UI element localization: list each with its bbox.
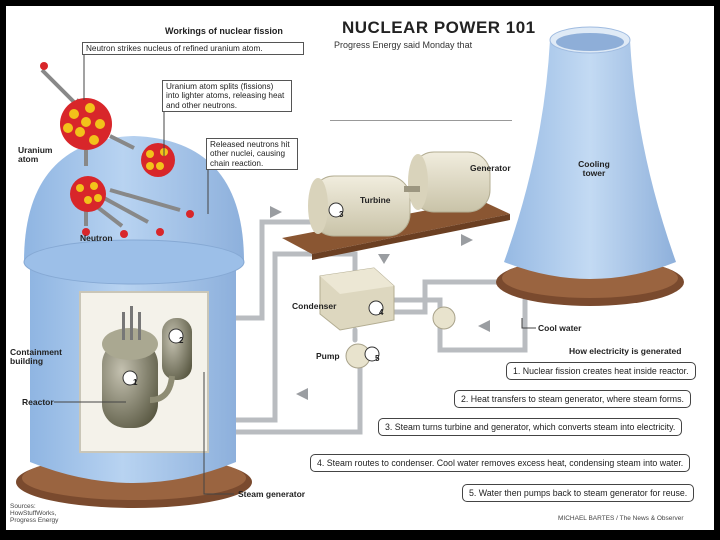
feedwater-pipe	[233, 365, 363, 435]
label-steam-generator: Steam generator	[238, 489, 306, 499]
released-neutron	[186, 210, 194, 218]
sources-note: Sources: HowStuffWorks, Progress Energy	[10, 503, 58, 524]
pipe-network	[233, 219, 528, 435]
label-pump: Pump	[316, 351, 340, 361]
marker-4: 4	[379, 308, 384, 317]
label-uranium-atom: Uranium atom	[18, 145, 53, 165]
label-containment-building: Containment building	[10, 347, 62, 367]
turbine-machine	[308, 175, 411, 237]
marker-1: 1	[133, 378, 138, 387]
marker-3: 3	[339, 210, 344, 219]
marker-2: 2	[179, 336, 184, 345]
infographic-card: 1 2 3 4 5 NUCLEAR POWER 101 Progress Ene…	[6, 6, 714, 530]
condenser-machine	[319, 267, 395, 331]
fission-callout-3: Released neutrons hit other nuclei, caus…	[206, 138, 298, 171]
step-3: 3. Steam turns turbine and generator, wh…	[378, 418, 683, 436]
fission-callout-2: Uranium atom splits (fissions) into ligh…	[162, 80, 292, 113]
fission-callout-1: Neutron strikes nucleus of refined urani…	[82, 42, 304, 56]
step-2: 2. Heat transfers to steam generator, wh…	[454, 390, 691, 408]
steps-title: How electricity is generated	[569, 346, 682, 356]
sources-line: Sources:	[10, 503, 36, 510]
label-generator: Generator	[470, 163, 511, 173]
released-neutron	[156, 228, 164, 236]
sources-line: HowStuffWorks,	[10, 510, 57, 518]
label-neutron: Neutron	[80, 233, 113, 243]
generator-machine	[404, 151, 491, 213]
steam-pipe-lower	[233, 251, 358, 423]
label-condenser: Condenser	[292, 301, 337, 311]
uranium-nucleus	[60, 98, 112, 150]
steam-pipe	[233, 219, 325, 321]
page-title: NUCLEAR POWER 101	[342, 18, 536, 37]
fission-fragment-left	[70, 176, 106, 212]
step-4: 4. Steam routes to condenser. Cool water…	[310, 454, 691, 472]
fission-title: Workings of nuclear fission	[165, 26, 283, 36]
infographic-art	[16, 26, 684, 508]
number-markers	[122, 202, 384, 386]
containment-building	[16, 136, 252, 508]
incoming-neutron	[40, 62, 48, 70]
cooling-loop-return	[391, 279, 505, 315]
released-neutron	[82, 228, 90, 236]
incoming-neutron-arrow	[40, 68, 76, 104]
step-1: 1. Nuclear fission creates heat inside r…	[506, 362, 696, 380]
artist-credit: MICHAEL BARTES / The News & Observer	[558, 515, 684, 522]
flow-arrows	[270, 206, 490, 400]
label-cooling-tower: Cooling tower	[578, 159, 610, 179]
pump-machine	[345, 306, 456, 369]
cooling-loop-pipe	[391, 297, 528, 353]
label-turbine: Turbine	[360, 195, 391, 205]
title-divider	[330, 120, 512, 121]
cooling-tower	[496, 26, 684, 306]
released-neutron	[120, 230, 128, 238]
fission-diagram	[40, 62, 194, 238]
label-reactor: Reactor	[22, 397, 54, 407]
page-subtitle: Progress Energy said Monday that	[334, 40, 473, 50]
marker-5: 5	[375, 354, 380, 363]
step-5: 5. Water then pumps back to steam genera…	[462, 484, 695, 502]
sources-line: Progress Energy	[10, 517, 59, 525]
fission-fragment-right	[141, 143, 175, 177]
label-cool-water: Cool water	[538, 323, 582, 333]
